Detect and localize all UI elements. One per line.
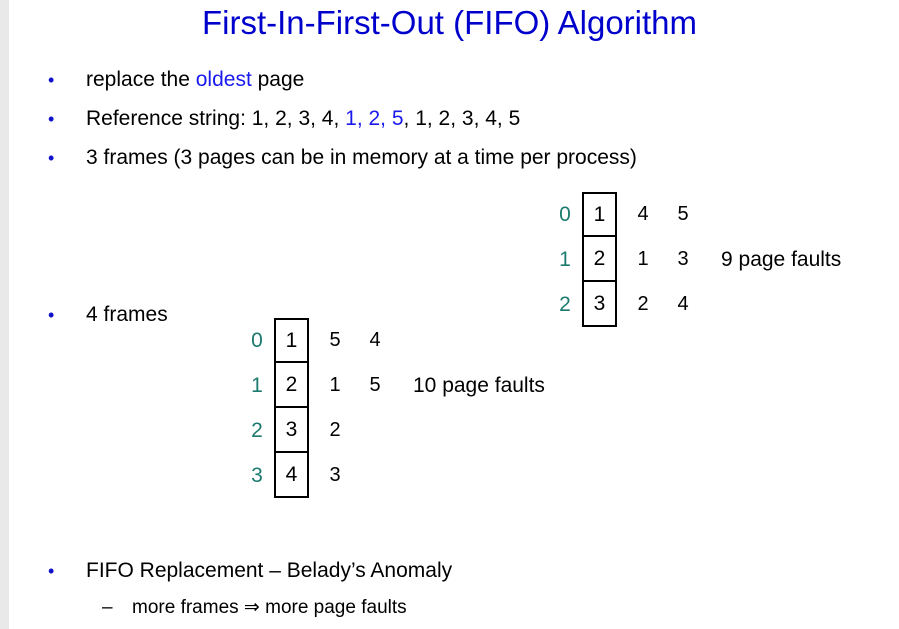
frame-cell: 4 (369, 329, 381, 351)
frame-cell: 3 (329, 464, 341, 486)
frame-index-label: 1 (251, 373, 263, 397)
page-faults-label: 10 page faults (413, 373, 545, 397)
frame-cell (355, 453, 395, 498)
bullet-marker-icon: • (48, 70, 55, 90)
frame-row: 1 2 1 3 9 page faults (548, 237, 841, 282)
frame-cell: 2 (329, 419, 341, 441)
bullet-text: Reference string: 1, 2, 3, 4, 1, 2, 5, 1… (86, 107, 520, 131)
bullet-text-post: , 1, 2, 3, 4, 5 (403, 107, 521, 130)
subbullet-dash-icon: – (102, 597, 113, 618)
frame-cell: 1 (637, 248, 649, 270)
cell-spacer (703, 282, 743, 327)
bullet-text: FIFO Replacement – Belady’s Anomaly (86, 559, 453, 582)
frame-cell-boxed: 1 (274, 318, 309, 363)
page-faults-label: 9 page faults (721, 247, 842, 271)
cell-spacer (395, 453, 435, 498)
frame-cell (355, 408, 395, 453)
subbullet-more-frames: – more frames ⇒ more page faults (102, 596, 407, 619)
cell-spacer (395, 318, 435, 363)
frame-index-label: 0 (251, 328, 263, 352)
frame-cell: 5 (369, 374, 381, 396)
frame-row: 3 4 3 (240, 453, 545, 498)
frame-index-label: 3 (251, 463, 263, 487)
frame-cell: 5 (677, 203, 689, 225)
bullet-replace-oldest: • replace the oldest page (48, 68, 304, 92)
bullet-marker-icon: • (48, 561, 55, 581)
bullet-text: replace the oldest page (86, 68, 304, 92)
bullet-belady-anomaly: • FIFO Replacement – Belady’s Anomaly (48, 559, 452, 583)
frame-cell: 1 (329, 374, 341, 396)
bullet-text-pre: replace the (86, 68, 196, 91)
frame-row: 0 1 4 5 (548, 192, 841, 237)
frame-row: 0 1 5 4 (240, 318, 545, 363)
frame-cell-boxed: 2 (582, 237, 617, 282)
bullet-text-highlight: oldest (195, 68, 252, 91)
left-edge-strip (0, 0, 9, 629)
frame-cell: 4 (637, 203, 649, 225)
frame-index-label: 2 (559, 292, 571, 316)
frame-row: 1 2 1 5 10 page faults (240, 363, 545, 408)
bullet-reference-string: • Reference string: 1, 2, 3, 4, 1, 2, 5,… (48, 107, 520, 131)
bullet-text: 3 frames (3 pages can be in memory at a … (86, 146, 637, 169)
frame-cell-boxed: 4 (274, 453, 309, 498)
bullet-three-frames: • 3 frames (3 pages can be in memory at … (48, 146, 637, 170)
bullet-text-pre: Reference string: 1, 2, 3, 4, (86, 107, 346, 130)
frame-row: 2 3 2 (240, 408, 545, 453)
bullet-text-post: page (251, 68, 305, 91)
page-title: First-In-First-Out (FIFO) Algorithm (202, 4, 697, 41)
frame-cell: 5 (329, 329, 341, 351)
bullet-text-highlight: 1, 2, 5 (345, 107, 404, 130)
four-frame-diagram: 0 1 5 4 1 2 1 5 10 page faults 2 3 2 3 4 (240, 318, 545, 498)
frame-row: 2 3 2 4 (548, 282, 841, 327)
bullet-text: 4 frames (86, 303, 168, 326)
frame-index-label: 1 (559, 247, 571, 271)
frame-index-label: 0 (559, 202, 571, 226)
subbullet-text: more frames ⇒ more page faults (132, 597, 407, 618)
frame-index-label: 2 (251, 418, 263, 442)
bullet-marker-icon: • (48, 148, 55, 168)
bullet-marker-icon: • (48, 109, 55, 129)
frame-cell-boxed: 1 (582, 192, 617, 237)
frame-cell: 2 (637, 293, 649, 315)
bullet-marker-icon: • (48, 305, 55, 325)
frame-cell-boxed: 2 (274, 363, 309, 408)
bullet-four-frames: • 4 frames (48, 303, 168, 327)
frame-cell: 3 (677, 248, 689, 270)
cell-spacer (395, 408, 435, 453)
frame-cell-boxed: 3 (274, 408, 309, 453)
frame-cell-boxed: 3 (582, 282, 617, 327)
cell-spacer (703, 192, 743, 237)
three-frame-diagram: 0 1 4 5 1 2 1 3 9 page faults 2 3 2 4 (548, 192, 841, 327)
frame-cell: 4 (677, 293, 689, 315)
